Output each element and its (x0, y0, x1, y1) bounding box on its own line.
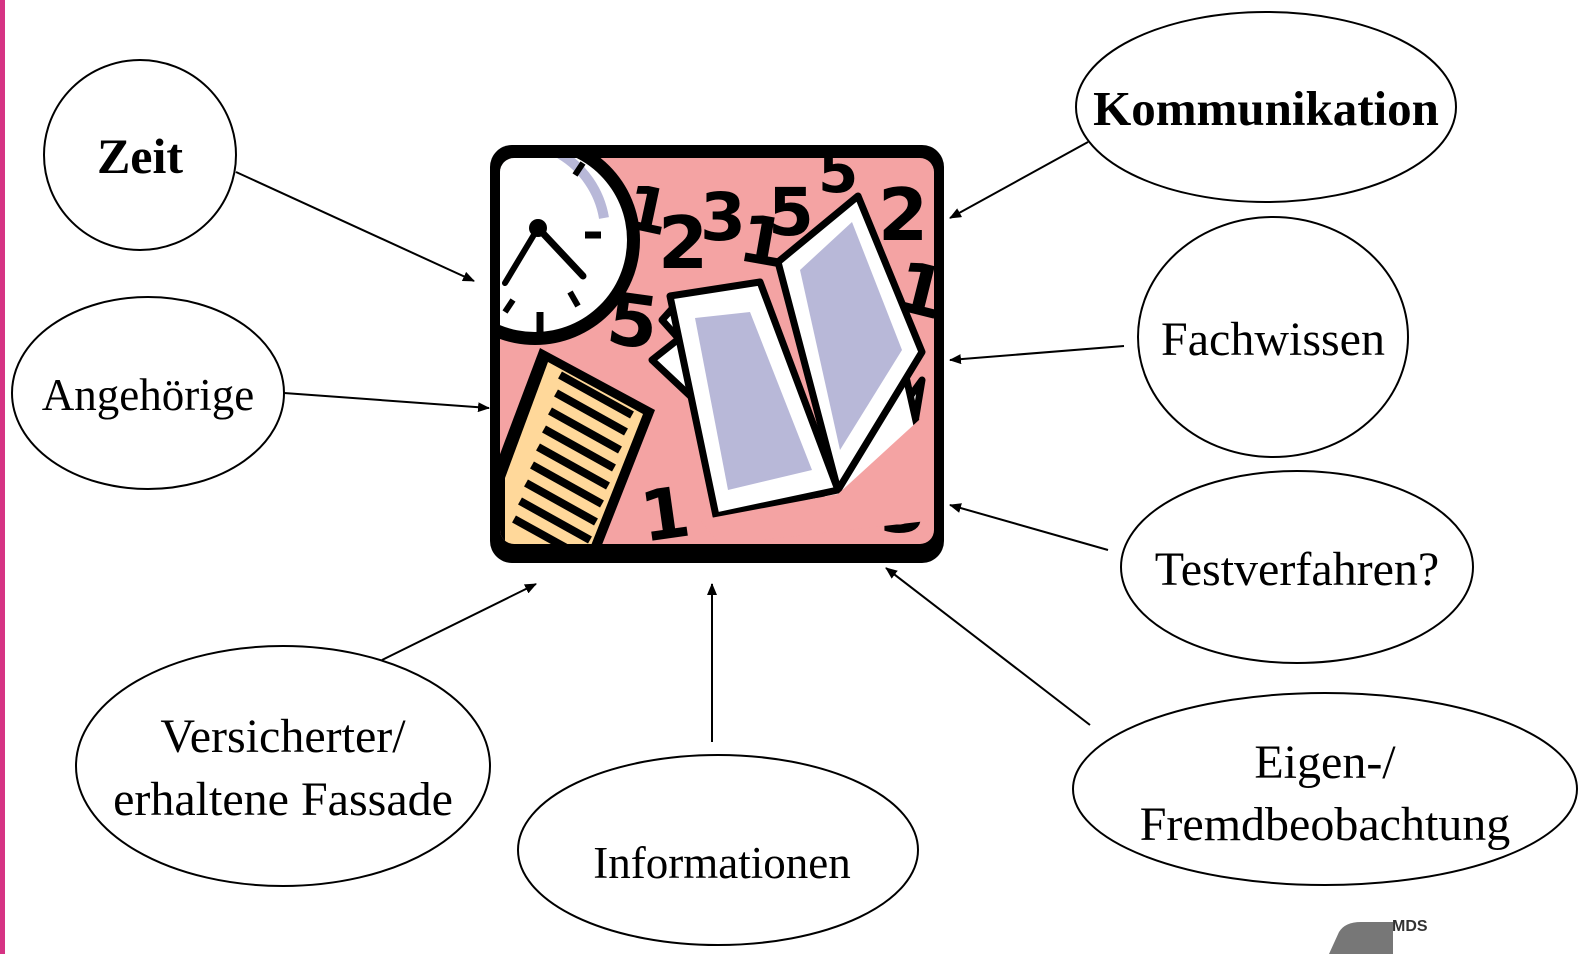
node-informationen (517, 754, 919, 946)
number-2: 2 (658, 201, 708, 285)
label-testverfahren: Testverfahren? (1155, 543, 1439, 596)
node-kommunikation (1075, 11, 1457, 203)
node-zeit (43, 59, 237, 251)
number-5c: 5 (602, 276, 663, 366)
mds-logo (1329, 922, 1393, 954)
label-eigen-line1: Eigen-/ (1254, 736, 1396, 789)
book-icon (648, 192, 934, 544)
label-versicherter-line1: Versicherter/ (160, 710, 406, 763)
logo-text: MDS (1392, 918, 1428, 935)
number-2b: 2 (878, 173, 928, 257)
number-3: 3 (700, 179, 746, 256)
arrow-testverfahren (949, 503, 1109, 551)
arrow-versicherter (381, 583, 537, 661)
label-fachwissen: Fachwissen (1161, 313, 1385, 366)
node-angehoerige (11, 296, 285, 490)
label-versicherter-line2: erhaltene Fassade (113, 773, 453, 826)
connectors (235, 141, 1125, 742)
label-kommunikation: Kommunikation (1093, 81, 1439, 136)
node-eigen (1072, 692, 1578, 886)
node-versicherter (75, 645, 491, 887)
label-eigen-line2: Fremdbeobachtung (1140, 798, 1511, 851)
clock-icon (500, 158, 640, 345)
node-shapes (11, 11, 1578, 946)
node-testverfahren (1120, 470, 1474, 664)
arrow-zeit (235, 171, 475, 282)
label-zeit: Zeit (97, 128, 183, 184)
label-informationen: Informationen (593, 838, 850, 888)
arrow-fachwissen (949, 345, 1125, 365)
arrow-kommunikation (949, 141, 1089, 219)
arrow-angehoerige (283, 392, 490, 413)
arrow-eigen (885, 567, 1091, 726)
left-accent-bar (0, 0, 5, 954)
central-clipart: 1 7 2 3 1 5 5 2 1 5 1 3 (490, 145, 944, 563)
number-1d: 1 (635, 471, 695, 559)
label-angehoerige: Angehörige (42, 370, 254, 420)
node-fachwissen (1137, 216, 1409, 458)
paper-icon (500, 348, 655, 544)
